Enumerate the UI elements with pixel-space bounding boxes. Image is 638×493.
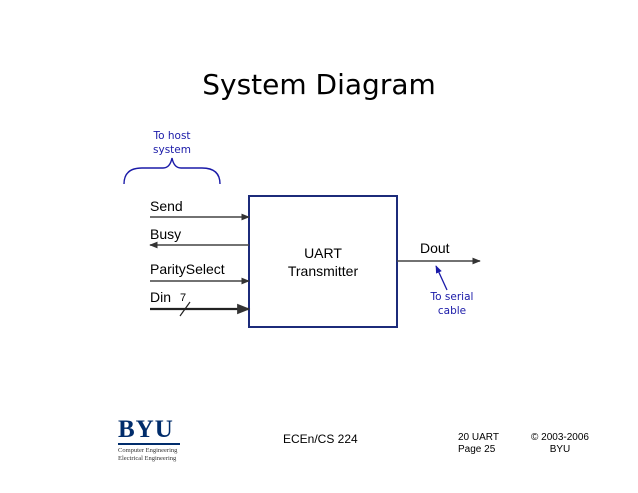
host-brace [123,157,221,185]
signal-din: Din [150,289,172,305]
byu-logo-word: BYU [118,416,174,443]
byu-logo: BYU Computer Engineering Electrical Engi… [118,416,180,463]
byu-logo-sub2: Electrical Engineering [118,455,177,462]
uart-label-line1: UART [304,245,342,261]
signal-busy: Busy [150,226,182,242]
byu-logo-sub1: Computer Engineering [118,447,178,454]
host-note-line1: To host [153,130,191,142]
footer-org: BYU [549,444,571,455]
footer-lecture: 20 UART [458,432,499,443]
footer-course: ECEn/CS 224 [283,432,358,446]
uart-label: UART Transmitter [249,244,397,280]
slide-title: System Diagram [202,68,436,101]
footer-page: Page 25 [458,444,496,455]
host-note: To host system [146,129,198,157]
uart-block [248,195,398,328]
cable-note-line1: To serial [430,291,474,303]
uart-label-line2: Transmitter [287,263,359,279]
signal-parityselect: ParitySelect [150,261,225,277]
din-bus-slash [179,301,191,317]
cable-note: To serial cable [422,290,482,318]
footer-copyright: © 2003-2006 [531,432,589,443]
footer-copyright-block: © 2003-2006 BYU [530,432,590,456]
signal-dout: Dout [420,240,450,256]
host-note-line2: system [153,144,191,156]
din-width-label: 7 [180,292,187,304]
footer-lecture-block: 20 UART Page 25 [458,432,499,456]
cable-pointer [435,265,448,291]
signal-send: Send [150,198,183,214]
cable-note-line2: cable [437,305,467,317]
